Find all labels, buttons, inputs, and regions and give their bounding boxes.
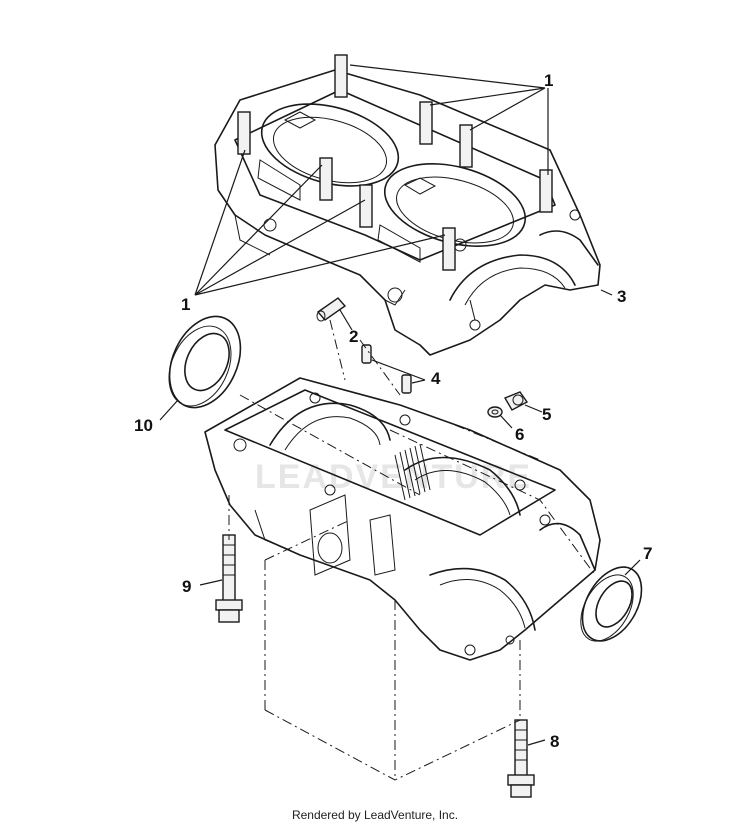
callout-10: 10 [134,416,153,435]
callout-9: 9 [182,577,191,596]
callout-3: 3 [617,287,626,306]
callout-5: 5 [542,405,551,424]
callout-7: 7 [643,544,652,563]
callout-labels: 1 1 2 3 4 5 6 7 8 9 10 [134,71,652,751]
lower-crankcase [204,377,601,661]
threaded-bore [394,443,431,501]
assembly-centerlines [228,319,596,781]
callout-4: 4 [431,369,441,388]
long-bolt-left [215,534,243,623]
callout-1-top: 1 [544,71,553,90]
callout-2: 2 [349,327,358,346]
callout-8: 8 [550,732,559,751]
dowel-pins [361,344,412,394]
oil-seal-right [580,566,643,642]
watermark: LEADVENTURE [255,458,532,496]
long-bolt-right [507,719,535,798]
callout-1-left: 1 [181,295,190,314]
plug-pin [316,297,347,322]
bolt-and-washer [487,391,529,418]
cylinder-studs [237,54,553,271]
footer-credit: Rendered by LeadVenture, Inc. [291,808,459,822]
callout-6: 6 [515,425,524,444]
upper-crankcase [214,54,601,356]
oil-seal-left [168,315,242,409]
